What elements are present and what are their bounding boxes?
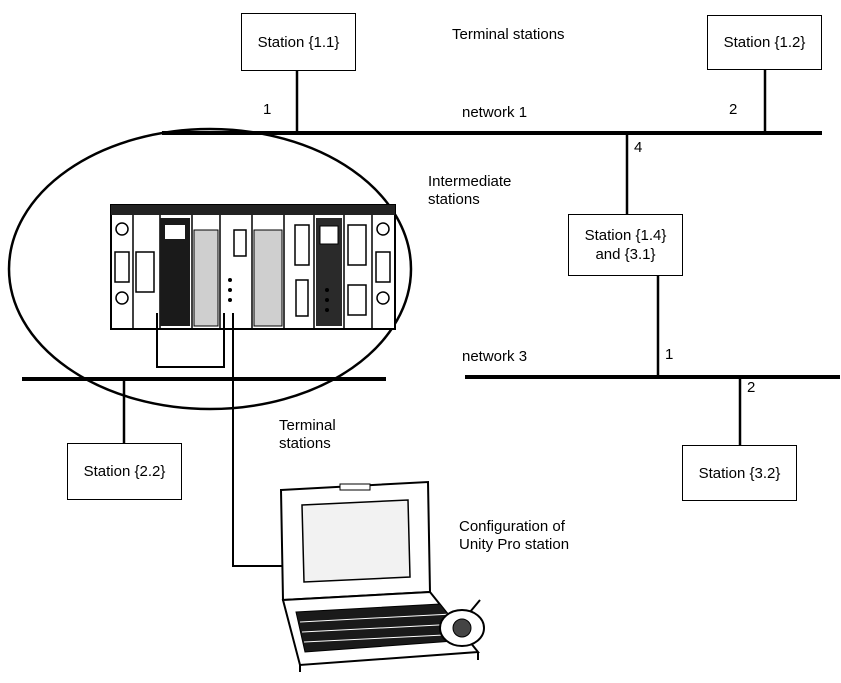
terminal-stations-top-label: Terminal stations bbox=[452, 26, 565, 43]
intermediate-label-line1: Intermediate bbox=[428, 173, 512, 190]
conn-number-s12: 2 bbox=[729, 101, 738, 118]
terminal-mid-line2: stations bbox=[279, 435, 331, 452]
station-1-4-label-line1: Station {1.4} bbox=[584, 227, 667, 244]
config-label-line2: Unity Pro station bbox=[459, 536, 570, 553]
intermediate-label-line2: stations bbox=[428, 191, 480, 208]
station-1-4-3-1: Station {1.4} and {3.1} bbox=[568, 214, 683, 276]
network1-label: network 1 bbox=[462, 104, 528, 121]
rack-to-laptop-cable bbox=[232, 313, 292, 567]
intermediate-stations-label: Intermediate stations bbox=[428, 173, 511, 209]
station-1-2: Station {1.2} bbox=[707, 15, 822, 70]
station-1-1: Station {1.1} bbox=[241, 13, 356, 71]
station-3-2: Station {3.2} bbox=[682, 445, 797, 501]
intermediate-ellipse bbox=[7, 127, 413, 411]
plc-rack-image bbox=[110, 204, 396, 330]
station-1-2-label: Station {1.2} bbox=[723, 34, 806, 51]
terminal-mid-line1: Terminal bbox=[279, 417, 336, 434]
conn-number-s32: 2 bbox=[747, 379, 756, 396]
station-1-1-label: Station {1.1} bbox=[257, 33, 340, 51]
station-3-2-label: Station {3.2} bbox=[698, 464, 781, 482]
configuration-label: Configuration of Unity Pro station bbox=[459, 518, 569, 554]
conn-number-s14: 4 bbox=[634, 139, 643, 156]
rack-cable-loop bbox=[156, 313, 225, 368]
network3-label: network 3 bbox=[462, 348, 528, 365]
laptop-image bbox=[279, 480, 485, 672]
station-2-2: Station {2.2} bbox=[67, 443, 182, 500]
conn-number-s31: 1 bbox=[665, 346, 674, 363]
terminal-stations-mid-label: Terminal stations bbox=[279, 417, 336, 453]
conn-number-s11: 1 bbox=[263, 101, 272, 118]
station-1-4-label-line2: and {3.1} bbox=[595, 246, 656, 263]
config-label-line1: Configuration of bbox=[459, 518, 565, 535]
station-2-2-label: Station {2.2} bbox=[83, 463, 166, 480]
